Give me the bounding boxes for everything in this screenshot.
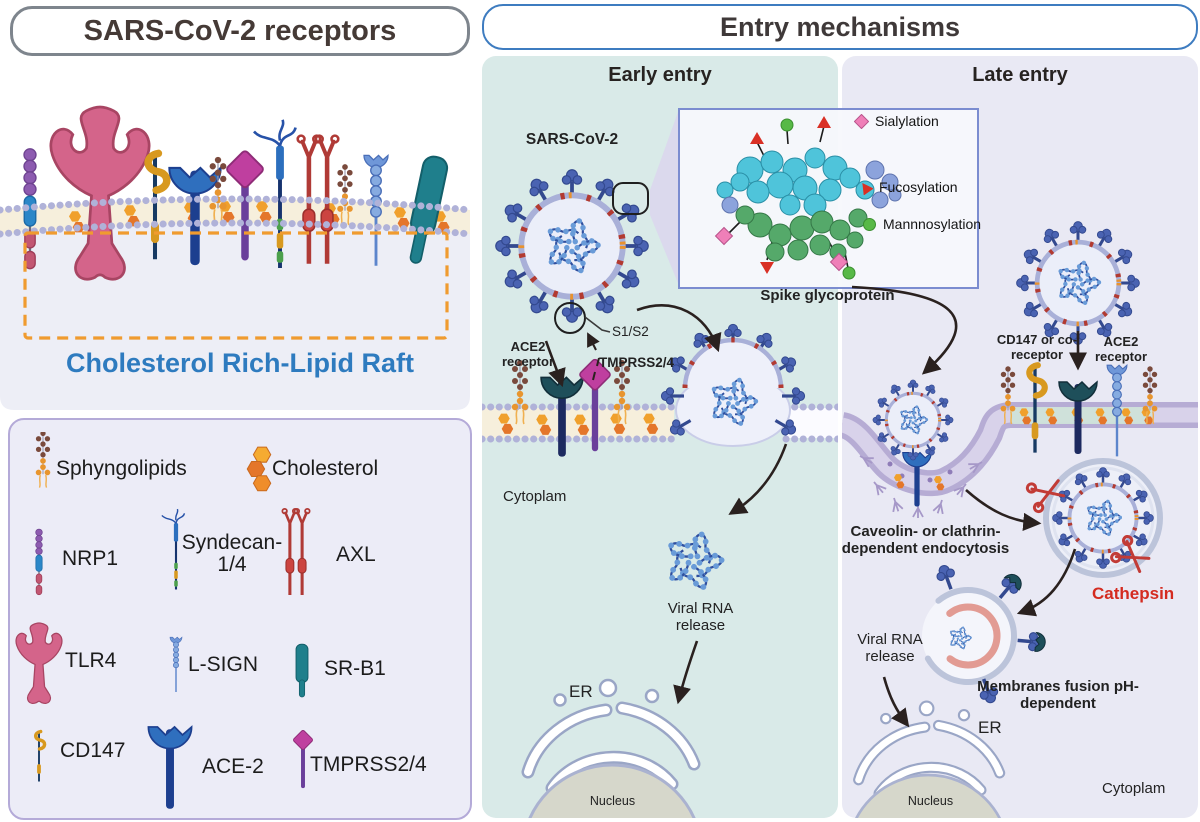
er-label-early: ER [569,682,593,701]
er-label-late: ER [978,718,1002,737]
legend-label-cd147: CD147 [60,739,126,762]
membrane-fusion-label: Membranes fusion pH-dependent [977,678,1139,713]
late-entry-scene [842,56,1198,818]
spike-inset-box: Sialylation Fucosylation Mannnosylation [678,108,981,289]
legend-label-cholesterol: Cholesterol [272,457,379,480]
legend-label-tmprss: TMPRSS2/4 [310,753,427,776]
receptors-title: SARS-CoV-2 receptors [83,14,397,47]
s1s2-label: S1/S2 [612,324,649,339]
fusing-virion [659,322,807,447]
late-membrane-tube [842,402,1198,497]
fusing-endosome [919,560,1047,708]
legend-label-sphyngolipids: Sphyngolipids [56,457,187,480]
lipid-head-rows [0,195,470,238]
entry-title-box: Entry mechanisms [482,4,1198,50]
receptors-title-box: SARS-CoV-2 receptors [10,6,470,56]
sialylation-icon [854,113,869,129]
membrane-scene [0,105,470,410]
legend-label-axl: AXL [336,543,376,566]
cytoplasm-label-early: Cytoplam [503,488,567,505]
nucleus-label-early: Nucleus [589,794,636,808]
nrp1-icon [35,528,43,596]
cd147-icon [33,728,47,784]
sialylation-row: Sialylation [854,113,939,129]
spike-highlight-box [612,182,649,215]
nucleus-shape [520,763,704,818]
cytosol-region [0,223,470,410]
spike-protein-render [714,116,902,280]
mannosylation-label: Mannnosylation [883,216,982,232]
legend-label-ace2: ACE-2 [202,755,264,778]
mannosylation-row: Mannnosylation [862,216,981,232]
legend-label-lsign: L-SIGN [188,653,259,676]
legend-label-tlr4: TLR4 [65,649,117,672]
fucosylation-icon [862,182,873,195]
pit-lipids [887,461,953,491]
glyco-markers-on-protein [714,116,856,280]
ace2-icon [140,706,200,812]
fucosylation-row: Fucosylation [858,179,958,195]
sars-cov-2-virion [496,170,648,322]
legend-label-syndecan: Syndecan-1/4 [181,531,283,577]
fucosylation-label: Fucosylation [879,179,958,195]
sialylation-label: Sialylation [875,113,939,129]
late-entry-label: Late entry [972,64,1068,86]
spike-caption: Spike glycoprotein [760,287,895,304]
legend-label-nrp1: NRP1 [62,547,119,570]
nucleus-label-late: Nucleus [907,794,954,808]
legend-label-srb1: SR-B1 [324,657,386,680]
released-viral-rna [665,534,724,592]
cytoplasm-label-late: Cytoplam [1102,780,1166,797]
tlr4-icon [15,622,63,705]
raft-label: Cholesterol Rich-Lipid Raft [65,348,414,378]
mannosylation-icon [863,217,876,231]
caveolin-legs [859,455,983,518]
sars-cov2-label: SARS-CoV-2 [525,131,619,148]
receptor-legend: Sphyngolipids Cholesterol NRP1 Syndecan-… [8,418,472,820]
cd147-coreceptor-label: CD147 or co-receptor [996,332,1078,362]
ace2-receptor-label-late: ACE2 receptor [1094,334,1148,364]
axl-icon [280,507,312,597]
late-virion [1017,222,1140,345]
cathepsin-label: Cathepsin [1092,584,1175,603]
tmprss-label-early: TMPRSS2/4 [599,355,675,370]
early-entry-scene [482,56,838,818]
rna-release-label-early: Viral RNA release [667,600,734,635]
srb1-icon [295,643,309,698]
lipid-raft-dashed-box [23,231,449,340]
entry-title: Entry mechanisms [719,11,961,42]
endocytosis-label: Caveolin- or clathrin-dependent endocyto… [841,523,1010,558]
endosome [1043,458,1163,578]
rna-release-label-late: Viral RNA release [857,631,923,666]
early-entry-label: Early entry [608,64,712,86]
ace2-receptor-label-early: ACE2 receptor [501,339,555,369]
